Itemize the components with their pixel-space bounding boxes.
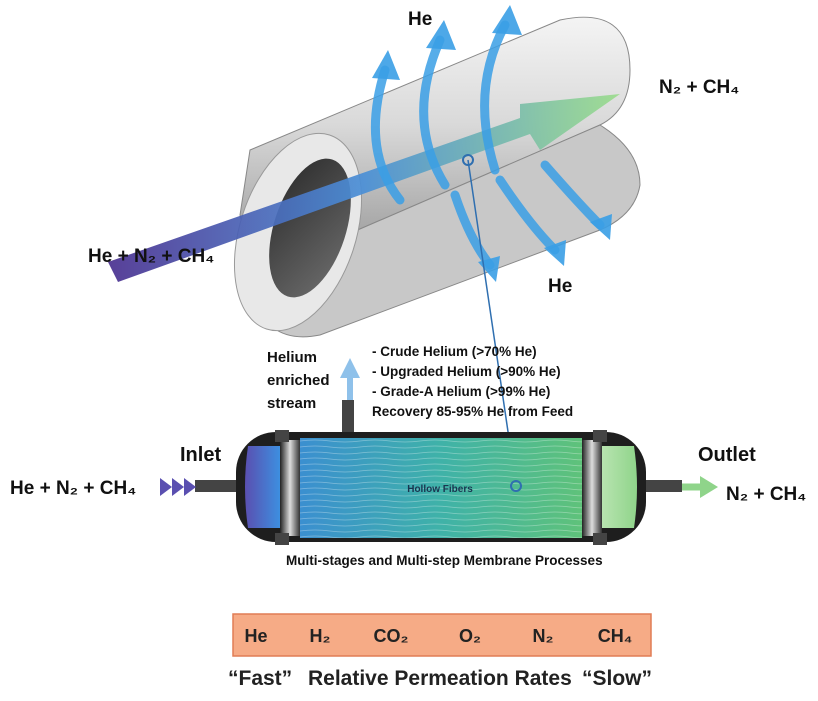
- helium-stream-line-2: enriched: [267, 372, 330, 389]
- outlet-label: Outlet: [698, 444, 756, 466]
- gas-label: H₂: [310, 626, 331, 646]
- gas-label: O₂: [459, 626, 481, 646]
- inlet-label: Inlet: [180, 444, 221, 466]
- process-caption: Multi-stages and Multi-step Membrane Pro…: [286, 553, 603, 568]
- gas-label: He: [244, 626, 267, 646]
- grade-item: - Upgraded Helium (>90% He): [372, 364, 561, 379]
- gas-label: CO₂: [374, 626, 409, 646]
- recovery-note: Recovery 85-95% He from Feed: [372, 404, 573, 419]
- helium-stream-line-3: stream: [267, 395, 316, 412]
- permeation-gases: He H₂ CO₂ O₂ N₂ CH₄: [244, 626, 632, 646]
- slow-label: “Slow”: [582, 667, 652, 690]
- he-right-label: He: [548, 276, 572, 297]
- gas-label: N₂: [533, 626, 554, 646]
- permeate-arrow: [340, 358, 360, 378]
- n2-ch4-top-label: N₂ + CH₄: [659, 77, 739, 98]
- outlet-gas-label: N₂ + CH₄: [726, 484, 806, 505]
- helium-grades-list: - Crude Helium (>70% He) - Upgraded Heli…: [372, 344, 573, 419]
- he-top-label: He: [408, 9, 432, 30]
- grade-item: - Grade-A Helium (>99% He): [372, 384, 550, 399]
- helium-permeation-arrows-up: [370, 20, 510, 205]
- gas-label: CH₄: [598, 626, 633, 646]
- permeation-title: Relative Permeation Rates: [308, 667, 572, 690]
- permeation-bar: [232, 613, 652, 657]
- grade-item: - Crude Helium (>70% He): [372, 344, 537, 359]
- outlet-arrow: [700, 476, 718, 498]
- permeate-pipe: [342, 400, 354, 442]
- membrane-module: [160, 358, 718, 545]
- feed-top-label: He + N₂ + CH₄: [88, 246, 214, 267]
- feed-inlet-label: He + N₂ + CH₄: [10, 478, 136, 499]
- hollow-fibers-label: Hollow Fibers: [407, 484, 473, 495]
- inlet-arrows: [160, 478, 196, 496]
- connector-line: [467, 159, 517, 487]
- hollow-fiber-3d: [108, 5, 641, 487]
- fast-label: “Fast”: [228, 667, 292, 690]
- helium-stream-line-1: Helium: [267, 349, 317, 366]
